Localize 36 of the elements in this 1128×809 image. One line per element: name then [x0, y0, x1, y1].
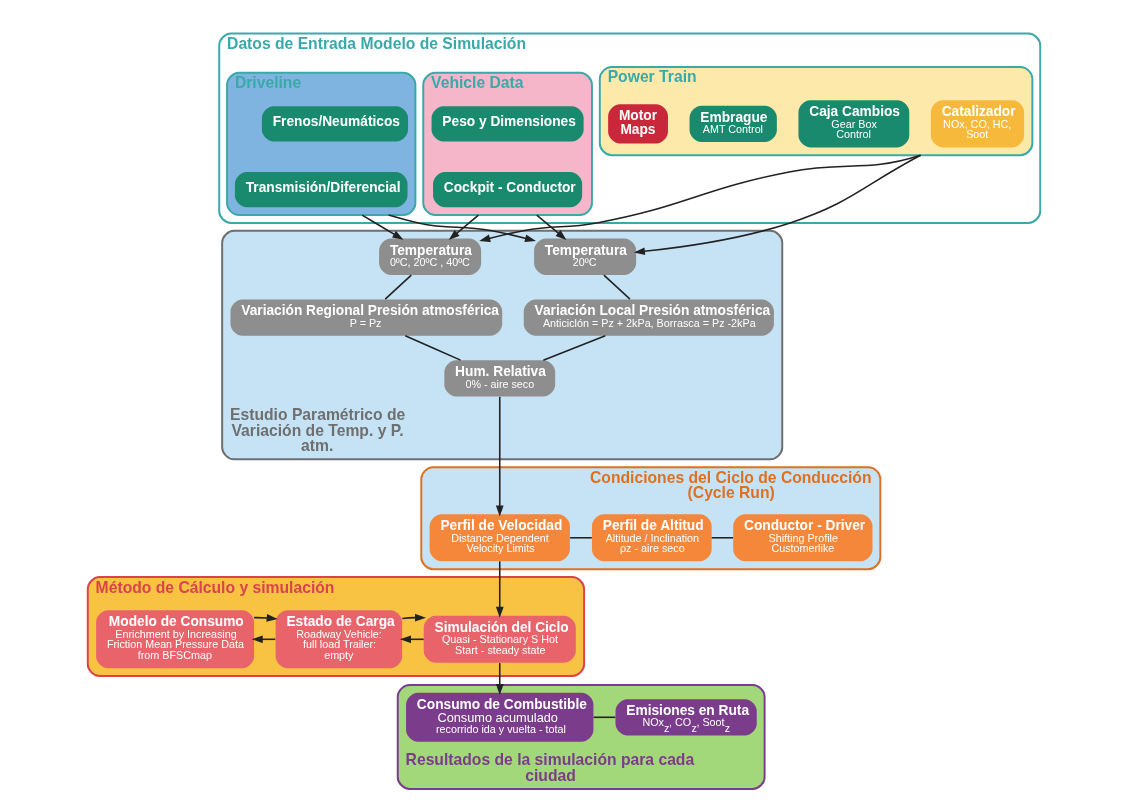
node-box: Temperatura 0ºC, 20ºC , 40ºC [379, 238, 482, 275]
arrow [495, 662, 504, 696]
node-box: Perfil de Altitud Altitude / Inclination ρz - aire seco [591, 514, 712, 562]
node-box: Catalizador NOx, CO, HC, Soot [930, 100, 1025, 148]
connector [404, 334, 462, 361]
node-box: Simulación del Ciclo Quasi - Stationary S Hot Start - steady state [423, 615, 576, 663]
connector [569, 537, 593, 539]
node-box: Temperatura 20ºC [534, 238, 637, 275]
arrow [495, 396, 504, 517]
node-box: Hum. Relativa 0% - aire seco [444, 360, 556, 397]
node-box: Variación Regional Presión atmosférica P = Pz [230, 299, 503, 336]
node-box: Consumo de Combustible Consumo acumulado recorrido ida y vuelta - total [406, 692, 594, 742]
node-box: Peso y Dimensiones [431, 106, 584, 142]
node-box: Motor Maps [608, 104, 668, 144]
arrow [401, 613, 427, 622]
node-box: Variación Local Presión atmosférica Anticiclón = Pz + 2kPa, Borrasca = Pz -2kPa [523, 299, 774, 336]
node-box: Transmisión/Diferencial [234, 171, 408, 208]
node-box: Frenos/Neumáticos [261, 106, 409, 142]
node-box: Conductor - Driver Shifting Profile Customerlike [733, 514, 873, 562]
connector [710, 537, 734, 539]
arrow [448, 214, 480, 241]
arrow [387, 214, 536, 242]
connector [592, 716, 617, 719]
connector [542, 334, 607, 361]
arrow [633, 154, 922, 256]
node-box: Estado de Carga Roadway Vehicle: full load Trailer: empty [275, 610, 403, 669]
node-box: Caja Cambios Gear Box Control [798, 100, 910, 148]
node-box: Perfil de Velocidad Distance Dependent Velocity Limits [429, 514, 570, 562]
connector [603, 274, 631, 300]
connector [384, 274, 413, 300]
arrow [535, 214, 567, 241]
node-box: Cockpit - Conductor [433, 171, 583, 208]
node-box: Embrague AMT Control [689, 105, 777, 142]
arrow [361, 214, 404, 240]
node-box: Modelo de Consumo Enrichment by Increasing Friction Mean Pressure Data from BFSCmap [96, 610, 255, 669]
arrow [495, 560, 504, 618]
